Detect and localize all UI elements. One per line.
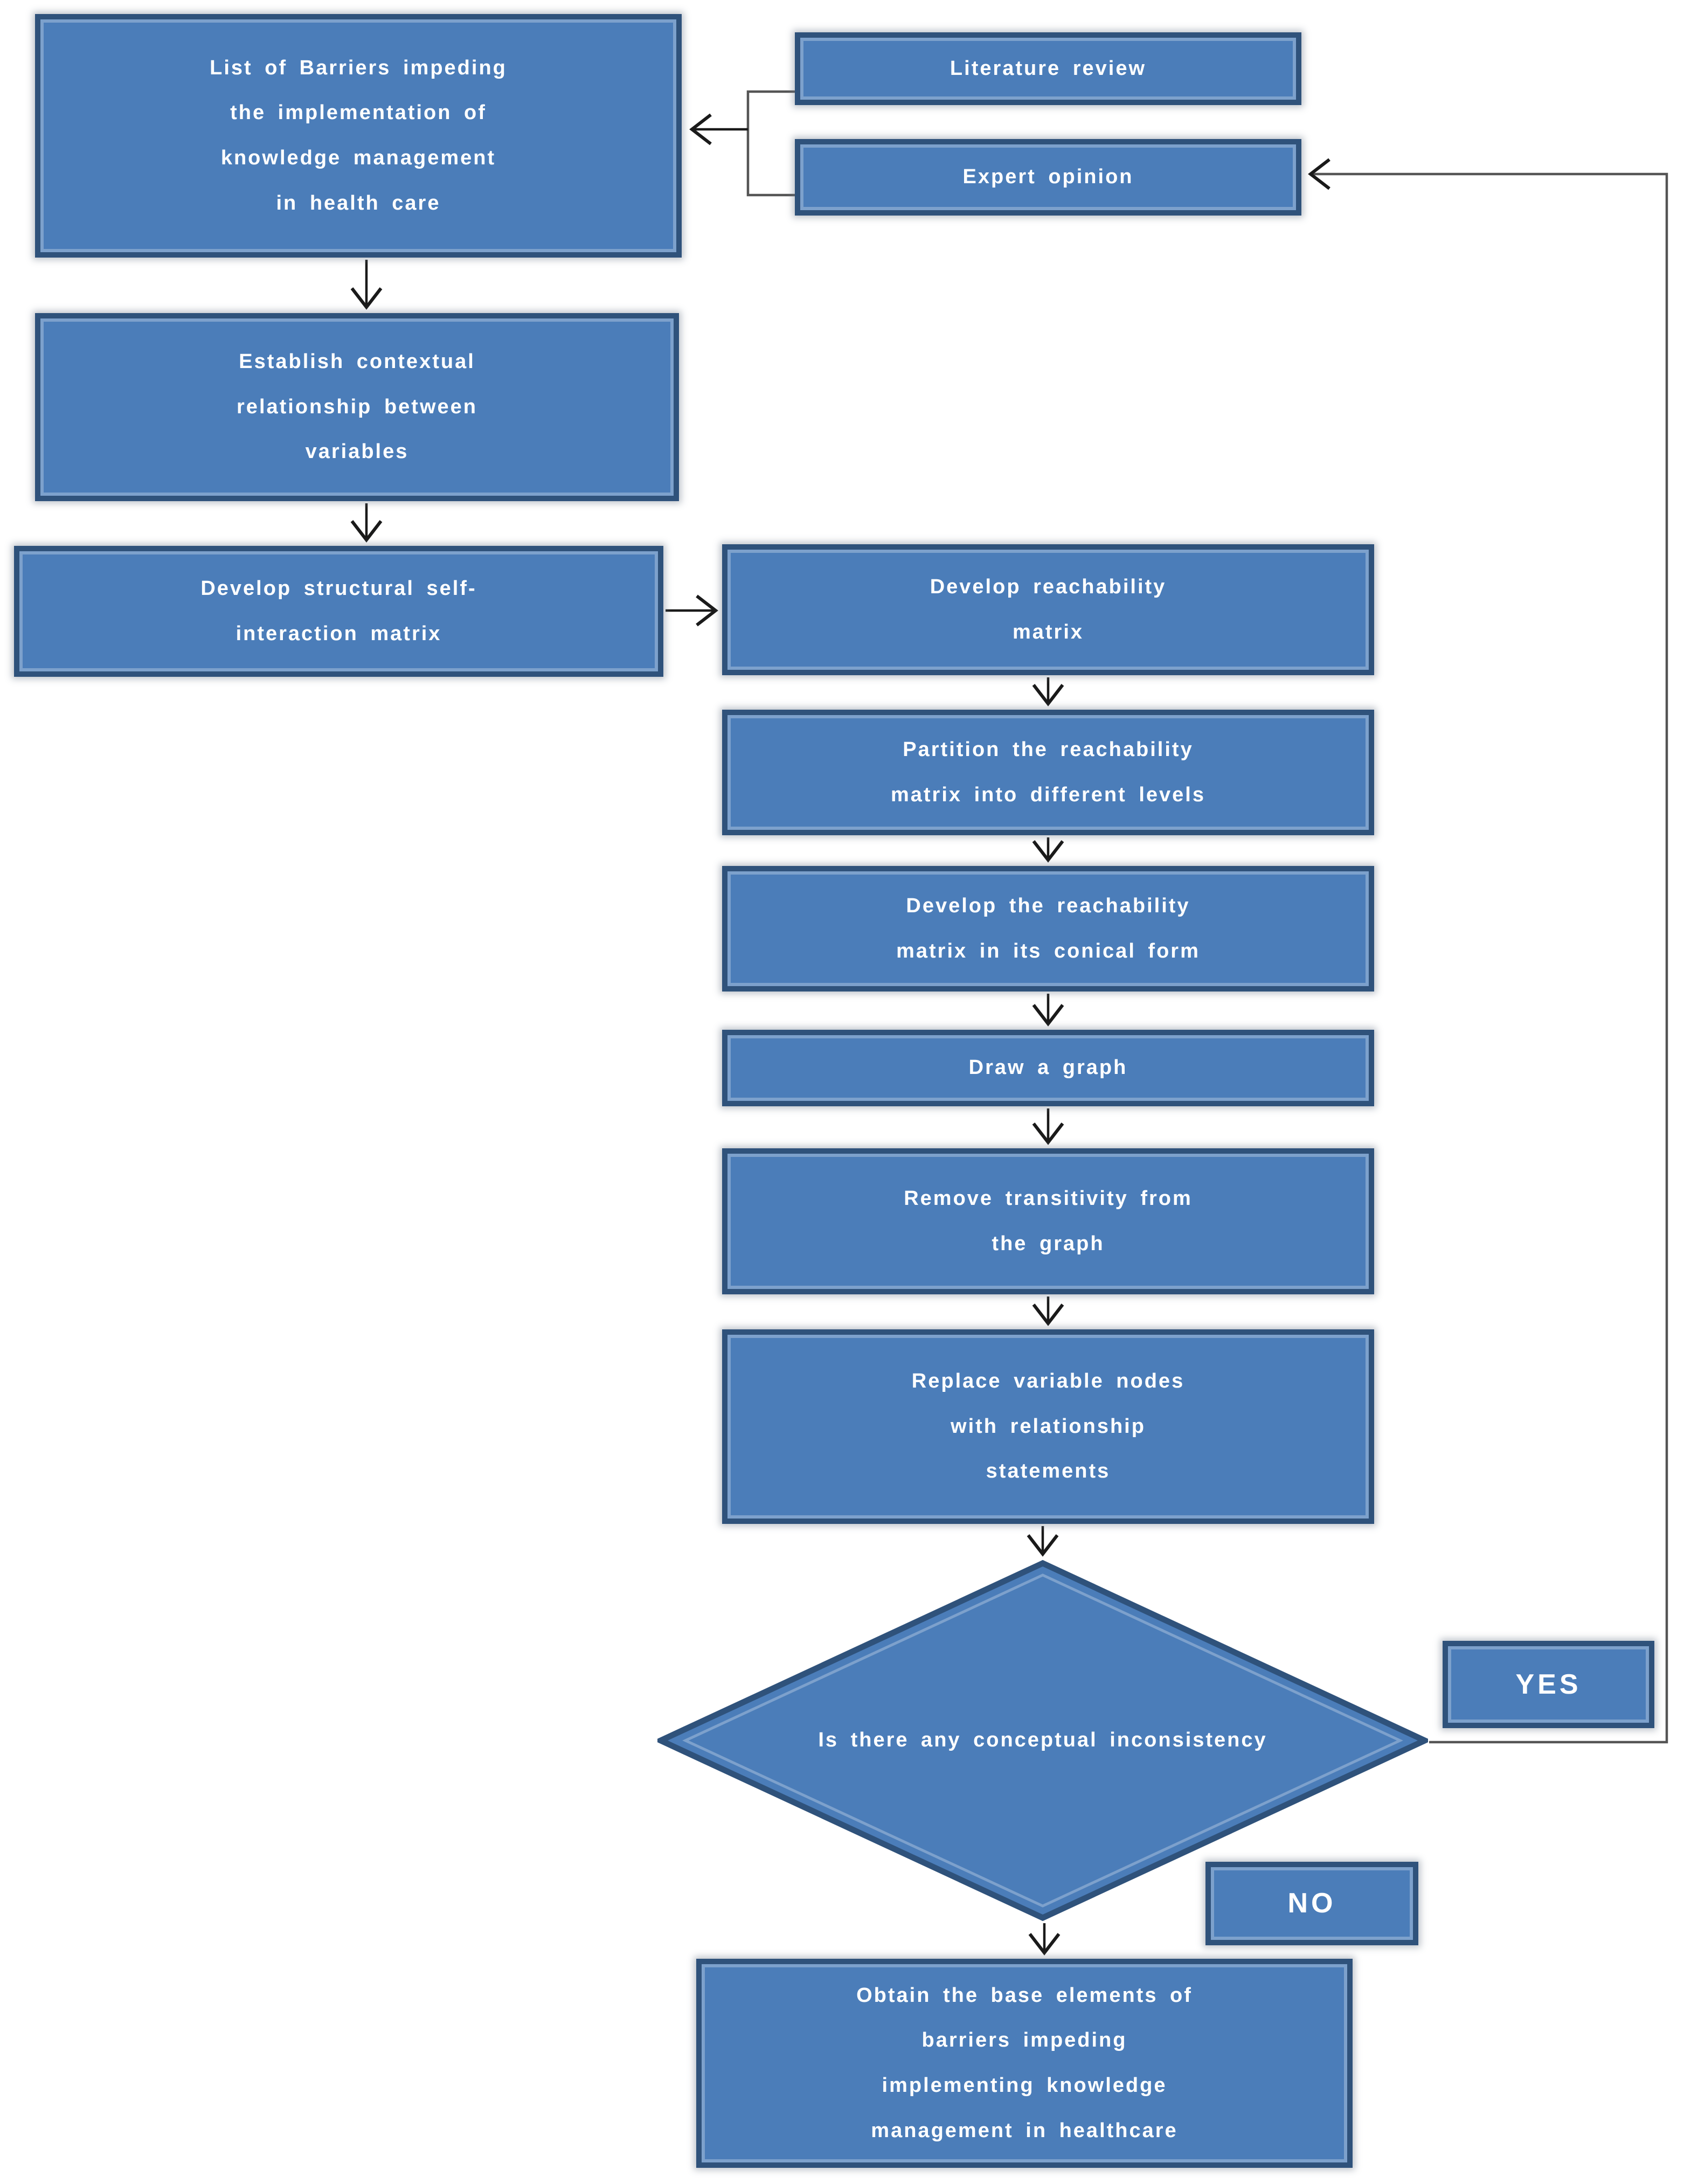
node-literature-review: Literature review [795,32,1301,105]
node-replace-nodes: Replace variable nodes with relationship… [722,1329,1374,1524]
node-contextual-relationship-label: Establish contextual relationship betwee… [237,350,477,463]
node-partition-levels: Partition the reachability matrix into d… [722,710,1374,835]
node-barriers-list-label: List of Barriers impeding the implementa… [210,56,507,214]
node-no-tag-label: NO [1287,1888,1336,1919]
bracket-sources [746,90,795,197]
node-decision-diamond: Is there any conceptual inconsistency [657,1560,1428,1921]
node-draw-graph: Draw a graph [722,1030,1374,1106]
node-literature-review-label: Literature review [950,57,1147,80]
node-replace-nodes-label: Replace variable nodes with relationship… [911,1370,1185,1483]
feedback-yes-line [1308,158,1668,1744]
node-remove-transitivity-label: Remove transitivity from the graph [904,1187,1193,1255]
node-expert-opinion-label: Expert opinion [962,165,1134,189]
decision-diamond-shape [657,1560,1428,1921]
node-reachability-matrix-label: Develop reachability matrix [930,575,1167,643]
node-conical-form: Develop the reachability matrix in its c… [722,866,1374,992]
node-yes-tag-label: YES [1515,1668,1582,1700]
node-yes-tag: YES [1443,1641,1654,1728]
node-conical-form-label: Develop the reachability matrix in its c… [896,894,1200,962]
node-remove-transitivity: Remove transitivity from the graph [722,1148,1374,1294]
node-partition-levels-label: Partition the reachability matrix into d… [890,738,1205,806]
node-draw-graph-label: Draw a graph [968,1056,1128,1079]
node-barriers-list: List of Barriers impeding the implementa… [35,14,682,258]
node-obtain-base-elements: Obtain the base elements of barriers imp… [696,1959,1353,2168]
node-no-tag: NO [1205,1862,1418,1945]
node-structural-self-interaction-label: Develop structural self- interaction mat… [200,577,477,645]
node-expert-opinion: Expert opinion [795,139,1301,216]
node-structural-self-interaction: Develop structural self- interaction mat… [14,546,663,677]
node-obtain-base-elements-label: Obtain the base elements of barriers imp… [856,1984,1193,2142]
node-reachability-matrix: Develop reachability matrix [722,544,1374,675]
node-contextual-relationship: Establish contextual relationship betwee… [35,313,679,501]
node-decision-label: Is there any conceptual inconsistency [818,1729,1267,1752]
